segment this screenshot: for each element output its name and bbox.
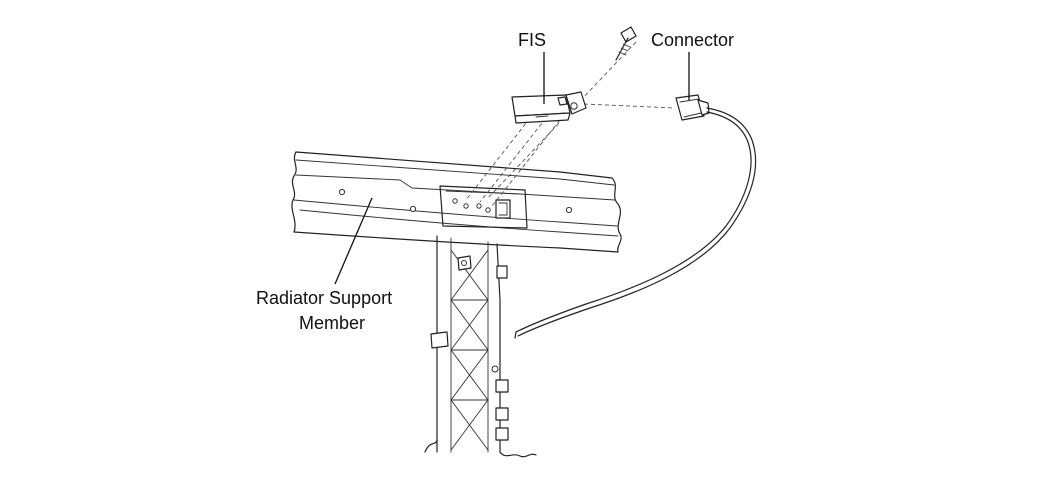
- connector: [514, 94, 757, 339]
- vertical-support: [424, 235, 537, 458]
- fis-sensor: [511, 91, 587, 124]
- connector-label: Connector: [651, 30, 734, 50]
- radiator-support-label-line1: Radiator Support: [256, 288, 392, 308]
- radiator-support-label-line2: Member: [299, 313, 365, 333]
- fis-label: FIS: [518, 30, 546, 50]
- bolt: [615, 26, 637, 61]
- assembly-guide-lines: [465, 41, 675, 207]
- leader-lines: [334, 52, 690, 285]
- radiator-leader-line: [334, 197, 373, 285]
- radiator-support-member: [291, 151, 622, 253]
